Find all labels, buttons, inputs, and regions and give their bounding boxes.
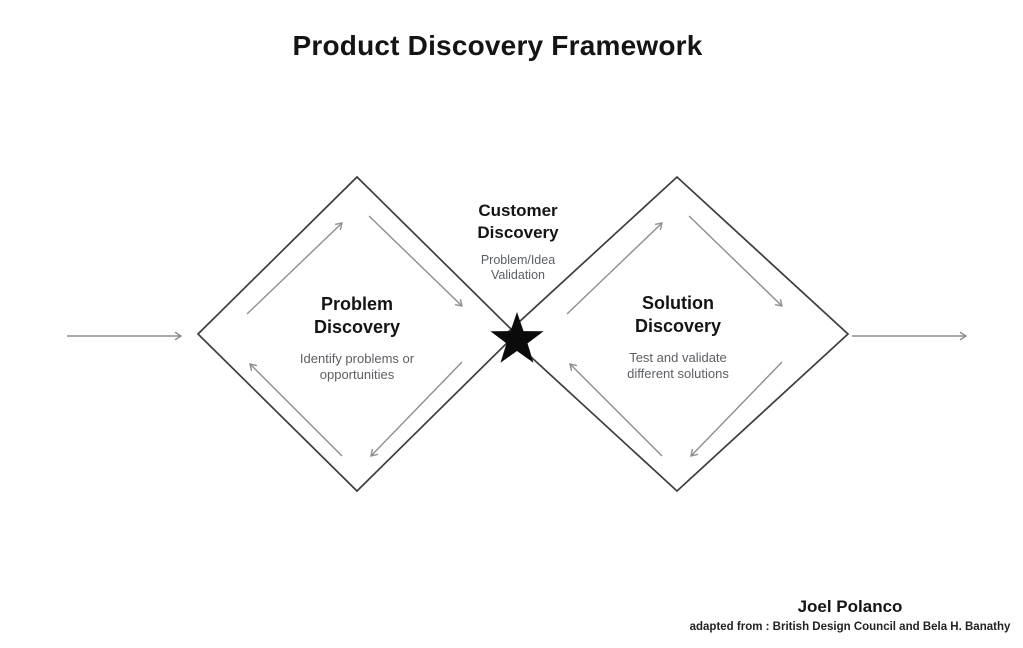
- problem-diamond-cycle-arrows: [246, 215, 463, 457]
- stage-description: Test and validate different solutions: [627, 350, 729, 381]
- stage-customer-discovery: Customer Discovery Problem/Idea Validati…: [462, 200, 574, 283]
- stage-description: Identify problems or opportunities: [299, 351, 415, 382]
- stage-heading: Customer Discovery: [477, 201, 559, 242]
- cycle-arrow-sw-icon: [690, 361, 783, 457]
- cycle-arrow-ne-icon: [246, 222, 343, 315]
- cycle-arrow-se-icon: [688, 215, 783, 307]
- cycle-arrow-ne-icon: [566, 222, 663, 315]
- solution-diamond-cycle-arrows: [566, 215, 783, 457]
- stage-heading: Problem Discovery: [313, 294, 401, 337]
- cycle-arrow-nw-icon: [569, 363, 663, 457]
- cycle-arrow-se-icon: [368, 215, 463, 307]
- stage-heading: Solution Discovery: [634, 293, 722, 336]
- attribution: Joel Polanco adapted from : British Desi…: [689, 597, 1011, 633]
- cycle-arrow-sw-icon: [370, 361, 463, 457]
- stage-solution-discovery: Solution Discovery Test and validate dif…: [612, 292, 744, 382]
- page-title: Product Discovery Framework: [292, 30, 703, 61]
- author-name: Joel Polanco: [797, 597, 903, 616]
- stage-description: Problem/Idea Validation: [480, 253, 556, 282]
- solution-diamond-outline: [504, 175, 850, 493]
- stage-problem-discovery: Problem Discovery Identify problems or o…: [291, 293, 423, 383]
- credit-line: adapted from : British Design Council an…: [689, 621, 1011, 633]
- star-icon: [490, 312, 544, 363]
- cycle-arrow-nw-icon: [249, 363, 343, 457]
